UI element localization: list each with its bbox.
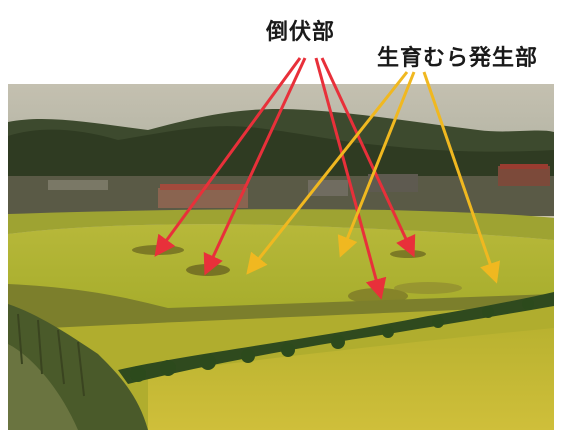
lodging-arrows [154, 57, 416, 300]
lodging-arrow [314, 57, 387, 300]
lodging-arrow [154, 57, 302, 257]
lodging-arrow [203, 57, 307, 276]
growth-patch-label: 生育むら発生部 [377, 46, 539, 71]
lodging-arrow [320, 57, 416, 258]
growth-patch-arrow [422, 71, 501, 284]
growth-patch-arrows [246, 71, 501, 284]
growth-patch-arrow [246, 71, 409, 275]
lodging-label: 倒伏部 [266, 20, 336, 45]
growth-patch-arrow [337, 71, 416, 258]
rice-field-photo [8, 84, 554, 430]
